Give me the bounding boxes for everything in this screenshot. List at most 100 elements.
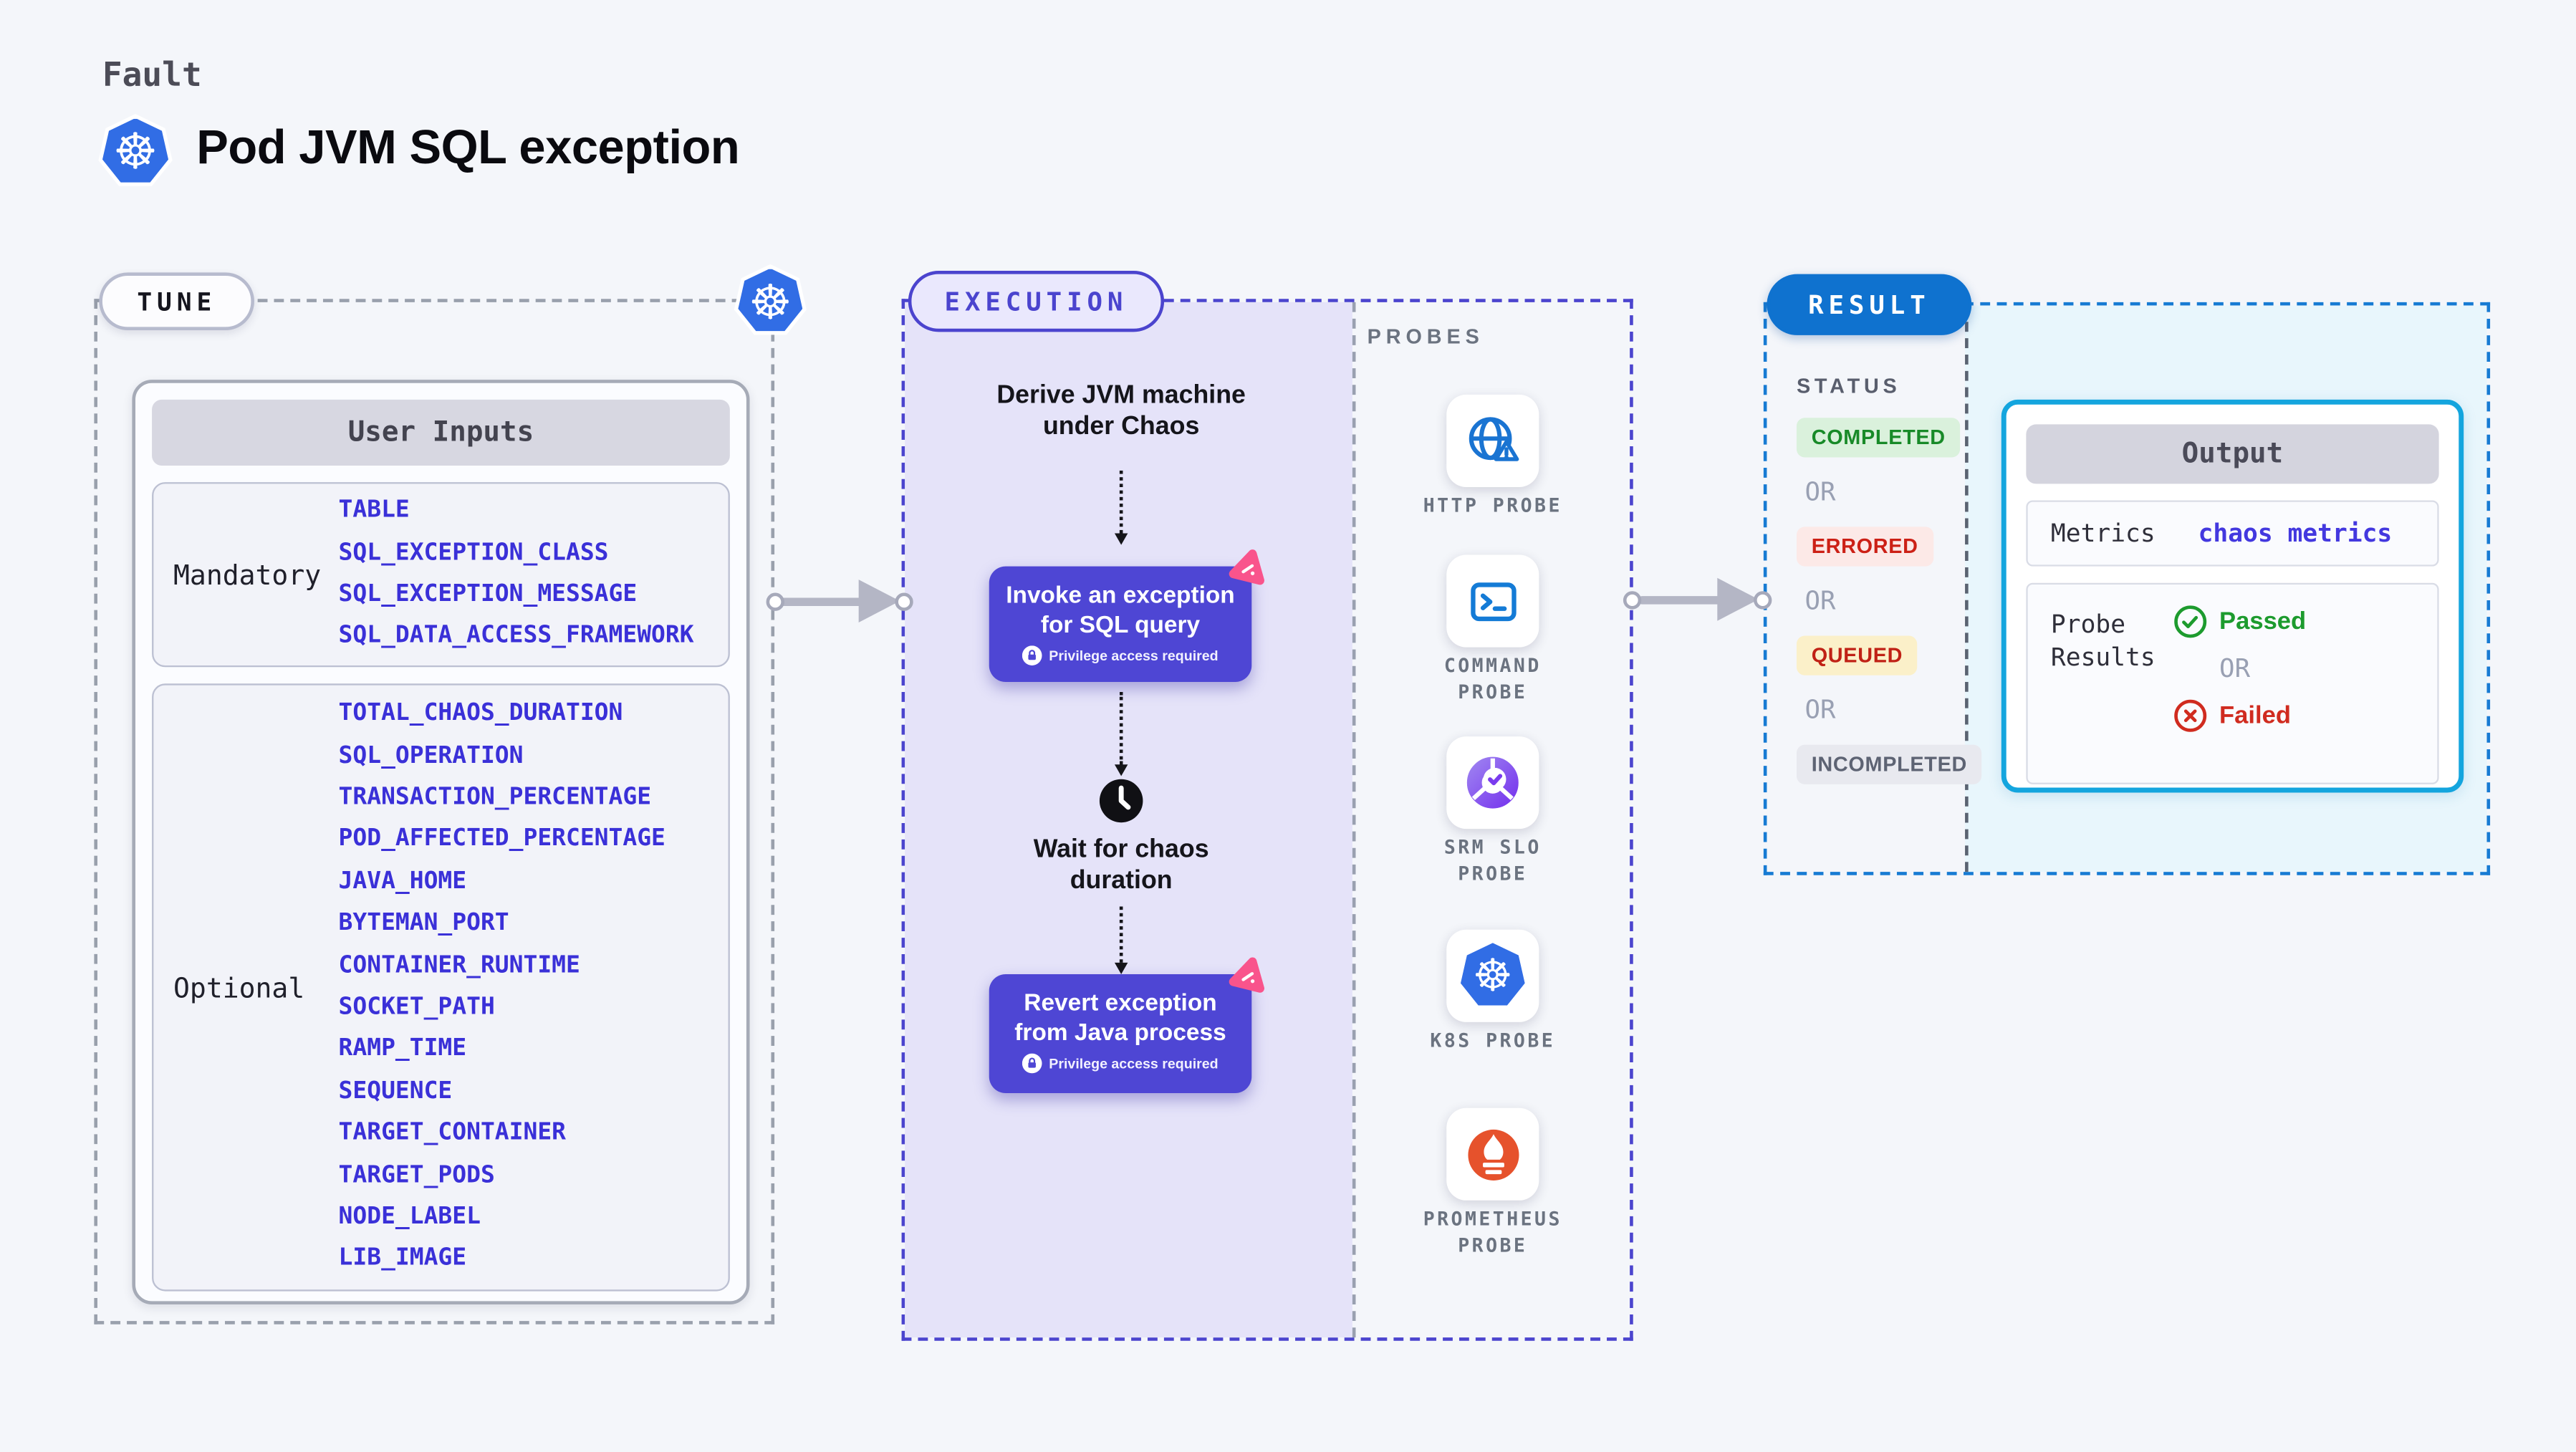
k8s-probe-card[interactable]: ☸ xyxy=(1446,929,1539,1022)
connector-dot xyxy=(894,592,913,610)
privilege-note: Privilege access required xyxy=(989,645,1252,665)
passed-label: Passed xyxy=(2219,607,2307,636)
slo-donut-check-icon xyxy=(1466,756,1519,809)
param-item: TARGET_PODS xyxy=(338,1161,495,1188)
x-circle-icon xyxy=(2174,699,2207,732)
probe-results-values: Passed OR Failed xyxy=(2173,585,2307,783)
dotted-arrow xyxy=(1113,691,1128,777)
wait-step xyxy=(1097,776,1146,834)
failed-label: Failed xyxy=(2219,701,2292,730)
user-inputs-card: User Inputs Mandatory TABLE SQL_EXCEPTION… xyxy=(132,380,750,1305)
flow-arrow-line xyxy=(779,597,865,605)
or-separator: OR xyxy=(1804,695,1836,725)
step-derive-label: Derive JVM machine under Chaos xyxy=(996,381,1246,441)
user-inputs-title: User Inputs xyxy=(152,399,730,466)
prometheus-probe-label: PROMETHEUS PROBE xyxy=(1423,1207,1562,1256)
or-separator: OR xyxy=(1804,586,1836,616)
status-badge-completed: COMPLETED xyxy=(1796,418,1961,458)
lock-icon xyxy=(1022,1053,1043,1073)
param-item: JAVA_HOME xyxy=(338,867,467,895)
kubernetes-icon: ☸ xyxy=(734,264,807,335)
param-item: TOTAL_CHAOS_DURATION xyxy=(338,700,623,727)
srm-slo-probe-label: SRM SLO PROBE xyxy=(1443,835,1542,885)
k8s-probe-label: K8S PROBE xyxy=(1430,1029,1556,1052)
passed-line: Passed xyxy=(2173,605,2307,639)
privilege-note: Privilege access required xyxy=(989,1053,1252,1073)
chaos-badge-icon xyxy=(1229,549,1264,585)
http-probe-card[interactable] xyxy=(1446,394,1539,488)
status-badge-errored: ERRORED xyxy=(1796,527,1933,567)
globe-alert-icon xyxy=(1469,417,1519,461)
optional-params: TOTAL_CHAOS_DURATION SQL_OPERATION TRANSAC… xyxy=(339,686,729,1290)
result-section: RESULT STATUS COMPLETED OR ERRORED OR QU… xyxy=(1763,274,2491,875)
command-probe-card[interactable] xyxy=(1446,554,1539,648)
chaos-badge-icon xyxy=(1229,957,1264,993)
param-item: SQL_DATA_ACCESS_FRAMEWORK xyxy=(338,622,694,650)
probe-results-label: Probe Results xyxy=(2050,609,2156,673)
probe-results-row: Probe Results Passed OR xyxy=(2026,582,2439,784)
or-separator: OR xyxy=(2219,653,2251,684)
param-item: TABLE xyxy=(338,497,410,524)
probes-divider xyxy=(1352,302,1356,1338)
http-probe-label: HTTP PROBE xyxy=(1423,494,1562,517)
param-item: SQL_EXCEPTION_MESSAGE xyxy=(338,581,638,608)
terminal-icon xyxy=(1470,582,1516,620)
probes-label: PROBES xyxy=(1367,325,1484,349)
param-item: POD_AFFECTED_PERCENTAGE xyxy=(338,826,665,853)
revert-exception-step[interactable]: Revert exception from Java process Privi… xyxy=(989,957,1264,1093)
metrics-value: chaos metrics xyxy=(2198,518,2393,549)
param-item: CONTAINER_RUNTIME xyxy=(338,952,580,979)
param-item: LIB_IMAGE xyxy=(338,1246,467,1272)
connector-dot xyxy=(765,592,784,610)
privilege-note-text: Privilege access required xyxy=(1049,1054,1219,1072)
mandatory-params: TABLE SQL_EXCEPTION_CLASS SQL_EXCEPTION_ME… xyxy=(339,484,729,665)
param-item: SQL_OPERATION xyxy=(338,742,524,769)
page-title: Pod JVM SQL exception xyxy=(196,122,740,176)
execution-pill[interactable]: EXECUTION xyxy=(908,271,1165,332)
flow-arrow-line xyxy=(1638,595,1724,604)
lock-icon xyxy=(1022,645,1043,665)
metrics-label: Metrics xyxy=(2050,518,2156,549)
clock-icon xyxy=(1099,779,1143,823)
param-item: NODE_LABEL xyxy=(338,1203,481,1231)
param-item: BYTEMAN_PORT xyxy=(338,910,509,937)
tune-pill[interactable]: TUNE xyxy=(99,272,255,331)
privilege-note-text: Privilege access required xyxy=(1049,647,1219,664)
prometheus-probe-card[interactable] xyxy=(1446,1107,1539,1201)
output-card: Output Metrics chaos metrics Probe Resul… xyxy=(2001,399,2464,793)
kubernetes-icon: ☸ xyxy=(98,114,173,186)
output-title: Output xyxy=(2026,424,2439,484)
param-item: TARGET_CONTAINER xyxy=(338,1120,567,1147)
mandatory-label: Mandatory xyxy=(173,559,322,591)
flow-arrow-head xyxy=(858,580,900,623)
status-badge-incompleted: INCOMPLETED xyxy=(1796,744,1982,784)
command-probe-label: COMMAND PROBE xyxy=(1443,653,1542,703)
flow-arrow-head xyxy=(1717,577,1759,621)
step-label: Invoke an exception for SQL query xyxy=(1006,582,1235,640)
srm-slo-probe-card[interactable] xyxy=(1446,736,1539,830)
prometheus-flame-icon xyxy=(1467,1128,1519,1180)
tune-section: TUNE ☸ User Inputs Mandatory TABLE SQL_EX… xyxy=(94,264,807,1324)
dotted-arrow xyxy=(1113,906,1128,975)
fault-kicker: Fault xyxy=(102,54,202,95)
param-item: SOCKET_PATH xyxy=(338,994,495,1021)
dotted-arrow xyxy=(1113,470,1128,545)
status-list: COMPLETED OR ERRORED OR QUEUED OR INCOMP… xyxy=(1796,418,1982,802)
step-wait-label: Wait for chaos duration xyxy=(1033,835,1209,895)
helm-wheel-icon: ☸ xyxy=(738,268,803,332)
param-item: SQL_EXCEPTION_CLASS xyxy=(338,539,609,566)
step-label: Revert exception from Java process xyxy=(1014,991,1226,1048)
connector-dot xyxy=(1752,590,1772,609)
kubernetes-helm-icon: ☸ xyxy=(1460,943,1525,1006)
execution-section: EXECUTION Derive JVM machine under Chaos… xyxy=(901,271,1633,1341)
failed-line: Failed xyxy=(2173,698,2307,733)
param-item: TRANSACTION_PERCENTAGE xyxy=(338,784,652,811)
connector-dot xyxy=(1622,590,1641,609)
param-item: RAMP_TIME xyxy=(338,1036,467,1063)
helm-wheel-icon: ☸ xyxy=(102,117,169,183)
status-badge-queued: QUEUED xyxy=(1796,635,1918,675)
invoke-exception-step[interactable]: Invoke an exception for SQL query Privil… xyxy=(989,549,1264,683)
param-item: SEQUENCE xyxy=(338,1077,453,1105)
result-pill[interactable]: RESULT xyxy=(1767,274,1972,335)
